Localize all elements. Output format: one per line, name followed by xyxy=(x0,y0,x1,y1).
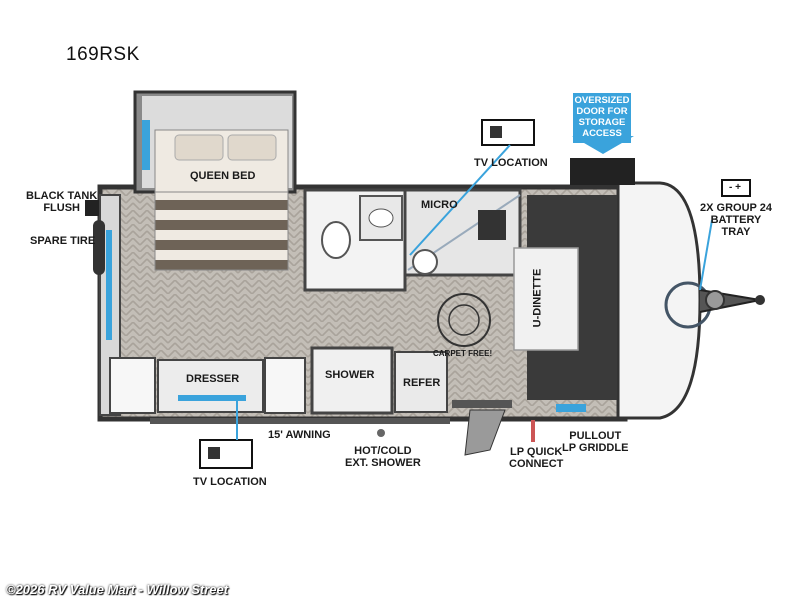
label-black-tank-flush: BLACK TANK FLUSH xyxy=(26,190,98,214)
shower-stall xyxy=(310,346,394,415)
label-awning: 15' AWNING xyxy=(268,429,331,441)
lp-connector xyxy=(531,420,535,442)
label-lp-quick-connect: LP QUICK CONNECT xyxy=(509,446,564,470)
label-tv-location-top: TV LOCATION xyxy=(474,157,548,169)
label-tv-location-bottom: TV LOCATION xyxy=(193,476,267,488)
label-lp-griddle: PULLOUT LP GRIDDLE xyxy=(562,430,629,454)
refer-unit xyxy=(394,351,448,413)
label-battery-tray: 2X GROUP 24 BATTERY TRAY xyxy=(700,202,772,238)
spare-tire-shape xyxy=(93,220,105,275)
label-u-dinette: U-DINETTE xyxy=(531,268,544,328)
pillow-right xyxy=(227,134,277,161)
oversized-door-callout: OVERSIZED DOOR FOR STORAGE ACCESS xyxy=(573,93,631,143)
pullout-griddle xyxy=(556,404,586,412)
label-shower: SHOWER xyxy=(325,369,375,381)
label-micro: MICRO xyxy=(421,199,458,211)
right-wardrobe xyxy=(264,357,306,414)
entry-door xyxy=(464,409,506,456)
front-cap xyxy=(616,181,702,420)
label-queen-bed: QUEEN BED xyxy=(190,170,256,182)
storage-door xyxy=(570,158,635,185)
label-carpet-free: CARPET FREE! xyxy=(433,349,493,358)
watermark: ©2026 RV Value Mart - Willow Street xyxy=(6,582,229,597)
label-refer: REFER xyxy=(403,377,441,389)
tv-icon-top xyxy=(481,119,535,146)
dinette-table xyxy=(513,247,579,351)
model-title: 169RSK xyxy=(66,44,140,65)
dresser-shape xyxy=(157,359,264,413)
ext-shower-fixture xyxy=(377,429,385,437)
label-dresser: DRESSER xyxy=(186,373,240,385)
callout-arrow-icon xyxy=(572,136,634,154)
label-spare-tire: SPARE TIRE xyxy=(30,235,96,247)
left-wardrobe xyxy=(109,357,156,414)
carpet-free-stamp xyxy=(437,293,491,347)
label-ext-shower: HOT/COLD EXT. SHOWER xyxy=(345,445,421,469)
pillow-left xyxy=(174,134,224,161)
kitchen-sink xyxy=(412,249,438,275)
toilet xyxy=(321,221,351,259)
battery-icon xyxy=(721,179,751,197)
awning-bar xyxy=(150,418,450,424)
tv-icon-bottom xyxy=(199,439,253,469)
label-battery-symbols: - + xyxy=(729,182,741,193)
